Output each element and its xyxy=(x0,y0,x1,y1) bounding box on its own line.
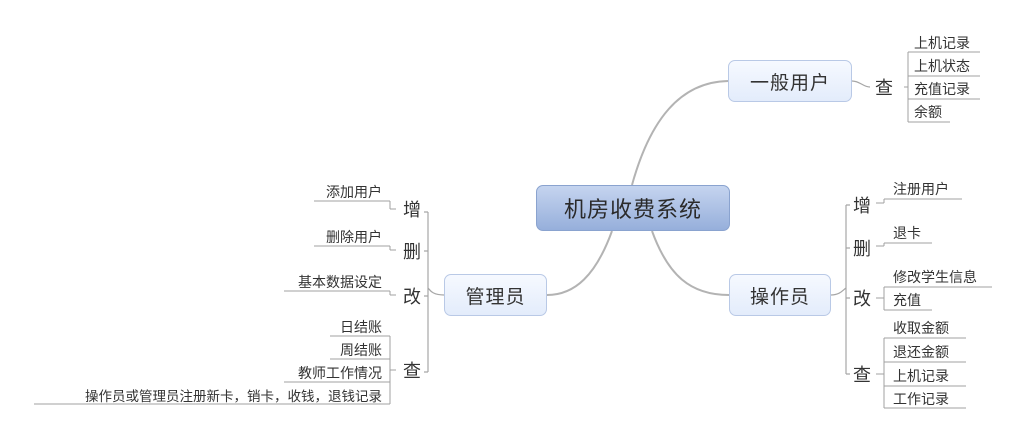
user-query-label: 查 xyxy=(875,78,893,99)
connector-admin-spine xyxy=(427,212,445,372)
admin-query-item: 日结账 xyxy=(340,320,382,336)
admin-add-item: 添加用户 xyxy=(326,185,382,201)
leaf-lines-op-delete xyxy=(876,242,932,247)
admin-query-item: 操作员或管理员注册新卡，销卡，收钱，退钱记录 xyxy=(85,389,382,405)
leaf-lines-admin-modify xyxy=(284,290,396,296)
admin-query-item: 周结账 xyxy=(340,343,382,359)
op-add-label: 增 xyxy=(853,196,871,217)
op-query-item: 上机记录 xyxy=(893,369,949,385)
op-query-item: 退还金额 xyxy=(893,345,949,361)
op-query-label: 查 xyxy=(853,365,871,386)
leaf-lines-admin-delete xyxy=(314,245,396,251)
admin-delete-item: 删除用户 xyxy=(326,230,382,246)
leaf-lines-admin-add xyxy=(314,200,396,210)
connector-op-ticks xyxy=(846,204,850,375)
user-query-item: 上机记录 xyxy=(914,36,970,52)
connector-root-user xyxy=(631,80,729,186)
connector-root-admin xyxy=(546,230,613,296)
op-query-item: 工作记录 xyxy=(893,392,949,408)
bracket-user-query xyxy=(904,51,980,123)
branch-admin: 管理员 xyxy=(444,274,547,316)
leaf-lines-op-add xyxy=(876,198,962,204)
op-query-item: 收取金额 xyxy=(893,321,949,337)
user-query-item: 余额 xyxy=(914,105,942,121)
op-modify-item: 修改学生信息 xyxy=(893,270,977,286)
root-node: 机房收费系统 xyxy=(536,185,730,231)
op-delete-label: 删 xyxy=(853,239,871,260)
op-add-item: 注册用户 xyxy=(893,182,949,198)
connector-admin-ticks xyxy=(424,211,428,373)
leaf-lines-op-query xyxy=(876,337,966,409)
admin-modify-label: 改 xyxy=(403,287,421,308)
op-modify-item: 充值 xyxy=(893,293,921,309)
admin-modify-item: 基本数据设定 xyxy=(298,275,382,291)
admin-query-item: 教师工作情况 xyxy=(298,366,382,382)
op-delete-item: 退卡 xyxy=(893,226,921,242)
leaf-lines-op-modify xyxy=(876,286,992,311)
admin-delete-label: 删 xyxy=(403,242,421,263)
admin-query-label: 查 xyxy=(403,361,421,382)
connector-user-query xyxy=(851,80,871,88)
user-query-item: 上机状态 xyxy=(914,59,970,75)
branch-operator: 操作员 xyxy=(729,274,831,316)
user-query-item: 充值记录 xyxy=(914,82,970,98)
admin-add-label: 增 xyxy=(403,200,421,221)
connector-op-spine xyxy=(830,205,847,374)
branch-general-user: 一般用户 xyxy=(728,60,852,102)
op-modify-label: 改 xyxy=(853,289,871,310)
leaf-lines-admin-query xyxy=(34,335,396,405)
connector-root-op xyxy=(651,230,730,296)
